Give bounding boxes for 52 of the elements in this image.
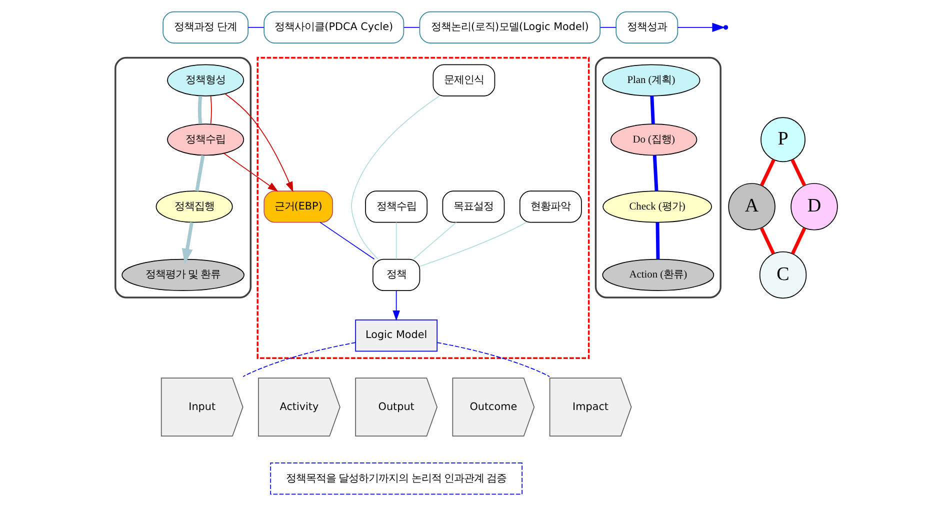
node-box: 정책 bbox=[372, 258, 420, 291]
node-box: 정책논리(로직)모델(Logic Model) bbox=[419, 11, 600, 44]
connector bbox=[656, 222, 660, 260]
connector bbox=[760, 159, 776, 186]
node-circle: C bbox=[759, 251, 807, 299]
arrow bbox=[392, 290, 400, 321]
node-circle: D bbox=[790, 183, 838, 230]
node-box: 정책과정 단계 bbox=[162, 11, 248, 44]
connector bbox=[791, 228, 806, 254]
connector bbox=[248, 26, 264, 28]
connector bbox=[436, 342, 550, 378]
connector bbox=[195, 155, 205, 192]
node-ellipse: 정책수립 bbox=[167, 124, 244, 156]
node-ellipse: Plan (계획) bbox=[602, 64, 700, 96]
node-ellipse: 정책형성 bbox=[167, 64, 244, 96]
node-box: 문제인식 bbox=[432, 64, 496, 96]
node-box: 정책수립 bbox=[365, 190, 428, 223]
node-ellipse: 정책평가 및 환류 bbox=[122, 258, 244, 291]
node-ellipse: Do (집행) bbox=[610, 124, 698, 156]
connector bbox=[760, 228, 775, 254]
cluster bbox=[114, 56, 252, 298]
connector bbox=[652, 155, 658, 192]
arrow bbox=[224, 93, 294, 192]
node-box: 정책목적을 달성하기까지의 논리적 인과관계 검증 bbox=[270, 462, 522, 495]
connector bbox=[351, 96, 440, 260]
cluster bbox=[594, 56, 722, 298]
connector bbox=[198, 96, 202, 124]
arrow bbox=[677, 22, 726, 32]
node-circle: A bbox=[728, 183, 776, 230]
node-circle: P bbox=[760, 117, 806, 162]
node-box: 근거(EBP) bbox=[264, 190, 334, 223]
connector bbox=[320, 222, 375, 260]
node-box: 현황파악 bbox=[519, 190, 582, 223]
connector bbox=[396, 222, 397, 260]
connector bbox=[419, 222, 527, 267]
connector bbox=[242, 342, 356, 378]
arrow bbox=[182, 222, 194, 264]
node-ellipse: Action (환류) bbox=[602, 258, 714, 291]
node-box: Logic Model bbox=[355, 320, 438, 352]
node-box: 정책사이클(PDCA Cycle) bbox=[264, 11, 404, 44]
connector bbox=[404, 26, 420, 28]
connector bbox=[413, 222, 457, 260]
connector bbox=[790, 159, 806, 186]
connector bbox=[600, 26, 616, 28]
node-ellipse: Check (평가) bbox=[602, 190, 712, 223]
node-ellipse: 정책집행 bbox=[156, 190, 233, 223]
connector bbox=[650, 96, 655, 124]
cluster bbox=[256, 56, 590, 359]
node-box: 정책성과 bbox=[616, 11, 678, 44]
connector bbox=[210, 96, 212, 124]
arrow bbox=[223, 152, 278, 192]
node-box: 목표설정 bbox=[442, 190, 505, 223]
